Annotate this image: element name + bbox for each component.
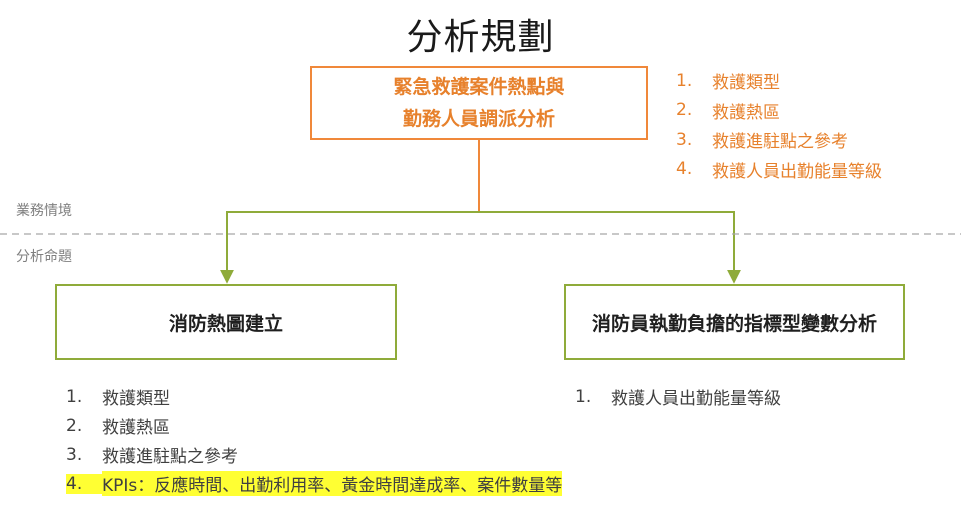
list-item: 4. 救護人員出勤能量等級 xyxy=(676,155,882,185)
top-box-line1: 緊急救護案件熱點與 xyxy=(393,76,565,98)
connector-green-right xyxy=(479,211,741,284)
list-item-number: 3. xyxy=(66,444,83,465)
list-item: 1. 救護類型 xyxy=(66,382,562,411)
list-item: 1. 救護類型 xyxy=(676,66,882,96)
list-item-number: 2. xyxy=(676,100,693,121)
list-item: 1. 救護人員出勤能量等級 xyxy=(575,382,781,411)
list-item-text: 救護類型 xyxy=(712,73,780,94)
list-item-text: 救護進駐點之參考 xyxy=(712,132,848,153)
list-item: 2. 救護熱區 xyxy=(676,96,882,126)
list-item-number: 2. xyxy=(66,415,83,436)
list-item: 3. 救護進駐點之參考 xyxy=(676,125,882,155)
left-list: 1. 救護類型 2. 救護熱區 3. 救護進駐點之參考 4.KPIs：反應時間、出勤利… xyxy=(66,382,563,498)
list-item-number: 1. xyxy=(575,386,592,407)
list-item-number: 3. xyxy=(676,129,693,150)
list-item-text: 救護人員出勤能量等級 xyxy=(611,389,781,409)
list-item-text: 救護人員出勤能量等級 xyxy=(712,161,882,182)
list-item-number: 4. xyxy=(66,473,102,494)
list-item: 2. 救護熱區 xyxy=(66,411,562,440)
right-list: 1. 救護人員出勤能量等級 xyxy=(575,382,781,411)
list-item-text: 救護進駐點之參考 xyxy=(102,447,238,467)
top-analysis-box: 緊急救護案件熱點與 勤務人員調派分析 xyxy=(310,66,648,140)
top-list: 1. 救護類型 2. 救護熱區 3. 救護進駐點之參考 4. 救護人員出勤能量等級 xyxy=(676,66,882,184)
list-item-text: 救護熱區 xyxy=(102,418,170,438)
top-box-line2: 勤務人員調派分析 xyxy=(402,108,555,130)
list-item-number: 1. xyxy=(66,386,83,407)
connector-green-left xyxy=(220,211,479,284)
page-title: 分析規劃 xyxy=(406,17,555,58)
list-item-highlighted: 4.KPIs：反應時間、出勤利用率、黃金時間達成率、案件數量等 xyxy=(66,469,563,498)
list-item-text: 救護熱區 xyxy=(712,102,780,123)
list-item: 3. 救護進駐點之參考 xyxy=(66,440,562,469)
heatmap-box-label: 消防熱圖建立 xyxy=(168,312,283,335)
section-label-lower: 分析命題 xyxy=(16,249,72,265)
workload-box-label: 消防員執勤負擔的指標型變數分析 xyxy=(591,312,877,335)
section-label-upper: 業務情境 xyxy=(16,203,72,219)
list-item-number: 4. xyxy=(676,159,693,180)
list-item-text: 救護類型 xyxy=(102,389,170,409)
workload-analysis-box: 消防員執勤負擔的指標型變數分析 xyxy=(564,284,905,360)
list-item-text: KPIs：反應時間、出勤利用率、黃金時間達成率、案件數量等 xyxy=(102,471,563,496)
list-item-number: 1. xyxy=(676,70,693,91)
heatmap-box: 消防熱圖建立 xyxy=(55,284,397,360)
